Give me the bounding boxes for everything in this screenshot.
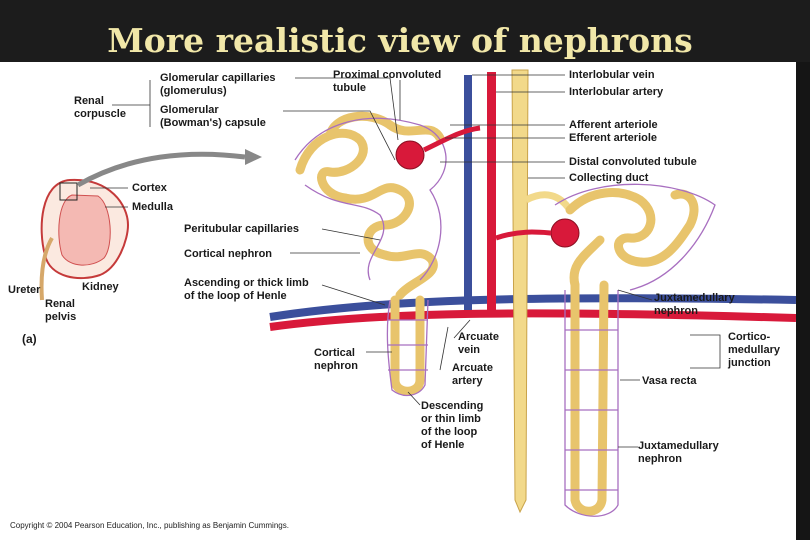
ureter-tube bbox=[39, 236, 54, 301]
label-proximal-tubule: Proximal convoluted tubule bbox=[333, 69, 442, 94]
juxtamedullary-nephron-tubules bbox=[565, 188, 699, 516]
copyright-notice: Copyright © 2004 Pearson Education, Inc.… bbox=[10, 521, 289, 530]
label-kidney: Kidney bbox=[82, 281, 119, 293]
arcuate-artery-band bbox=[269, 309, 796, 331]
label-ascending-limb: Ascending or thick limb of the loop of H… bbox=[184, 277, 309, 302]
label-cortex: Cortex bbox=[132, 182, 167, 194]
label-interlobular-artery: Interlobular artery bbox=[569, 86, 664, 98]
slide-title: More realistic view of nephrons bbox=[107, 21, 693, 61]
label-juxtamedullary-nephron-upper: Juxtamedullary nephron bbox=[654, 292, 735, 317]
label-afferent-arteriole: Afferent arteriole bbox=[569, 119, 658, 131]
kidney-medulla bbox=[58, 194, 111, 266]
right-edge-strip bbox=[796, 62, 810, 540]
label-arcuate-vein: Arcuate vein bbox=[458, 331, 499, 356]
label-renal-corpuscle: Renal corpuscle bbox=[74, 95, 126, 120]
interlobular-vein bbox=[464, 75, 472, 310]
juxtamedullary-afferent-arteriole bbox=[495, 229, 552, 241]
label-panel-a: (a) bbox=[22, 332, 37, 346]
label-glomerular-capsule: Glomerular (Bowman's) capsule bbox=[160, 104, 266, 129]
label-renal-pelvis: Renal pelvis bbox=[45, 298, 77, 323]
collecting-duct-branch bbox=[524, 191, 573, 213]
label-glomerular-capillaries: Glomerular capillaries (glomerulus) bbox=[160, 72, 276, 97]
label-medulla: Medulla bbox=[132, 201, 173, 213]
label-efferent-arteriole: Efferent arteriole bbox=[569, 132, 658, 144]
nephron-illustration bbox=[39, 69, 796, 517]
label-peritubular-capillaries: Peritubular capillaries bbox=[184, 223, 299, 235]
collecting-duct bbox=[511, 69, 529, 514]
title-bar: More realistic view of nephrons bbox=[0, 0, 810, 62]
zoom-arrow-head bbox=[245, 149, 262, 165]
label-collecting-duct: Collecting duct bbox=[569, 172, 649, 184]
cortical-nephron-tubules bbox=[295, 111, 445, 396]
kidney-inset bbox=[39, 149, 262, 301]
juxtamedullary-capillary-mesh bbox=[554, 183, 716, 517]
label-cortical-nephron-lower: Cortical nephron bbox=[314, 347, 358, 372]
label-cortico-medullary-junction: Cortico- medullary junction bbox=[728, 331, 780, 369]
leader-lines bbox=[90, 74, 721, 448]
label-cortical-nephron: Cortical nephron bbox=[184, 248, 273, 260]
label-descending-limb: Descending or thin limb of the loop of H… bbox=[421, 400, 484, 451]
cortical-afferent-arteriole bbox=[422, 125, 481, 153]
juxtamedullary-glomerulus bbox=[550, 218, 580, 248]
inset-highlight-box bbox=[59, 182, 78, 201]
cortical-capillary-mesh bbox=[294, 117, 447, 397]
cortical-glomerulus bbox=[395, 140, 425, 170]
label-arcuate-artery: Arcuate artery bbox=[452, 362, 493, 387]
label-vasa-recta: Vasa recta bbox=[642, 375, 697, 387]
zoom-arrow bbox=[76, 151, 246, 188]
label-juxtamedullary-nephron-lower: Juxtamedullary nephron bbox=[638, 440, 719, 465]
interlobular-artery bbox=[487, 72, 496, 312]
label-distal-tubule: Distal convoluted tubule bbox=[569, 156, 697, 168]
label-ureter: Ureter bbox=[8, 284, 41, 296]
label-interlobular-vein: Interlobular vein bbox=[569, 69, 655, 81]
